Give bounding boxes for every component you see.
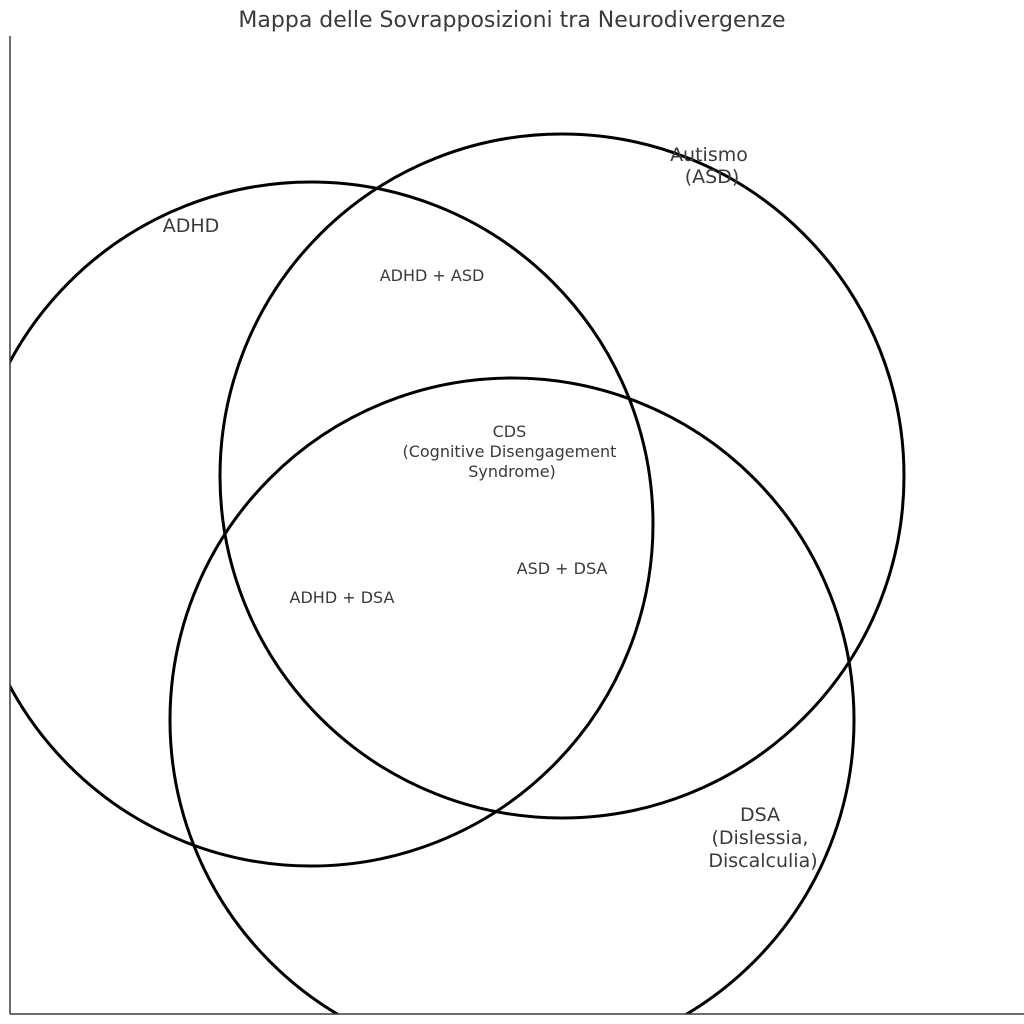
label-adhd-asd: ADHD + ASD	[380, 266, 485, 285]
label-dsa: DSA (Dislessia, Discalculia)	[708, 804, 817, 872]
circle-adhd	[10, 180, 655, 868]
circle-asd	[218, 132, 906, 820]
chart-title: Mappa delle Sovrapposizioni tra Neurodiv…	[238, 8, 785, 33]
label-adhd: ADHD	[163, 215, 220, 237]
label-cds: CDS (Cognitive Disengagement Syndrome)	[402, 422, 621, 481]
label-adhd-dsa: ADHD + DSA	[290, 588, 395, 607]
label-asd-dsa: ASD + DSA	[517, 559, 608, 578]
circle-dsa	[168, 376, 856, 1014]
label-asd: Autismo (ASD)	[670, 144, 754, 188]
